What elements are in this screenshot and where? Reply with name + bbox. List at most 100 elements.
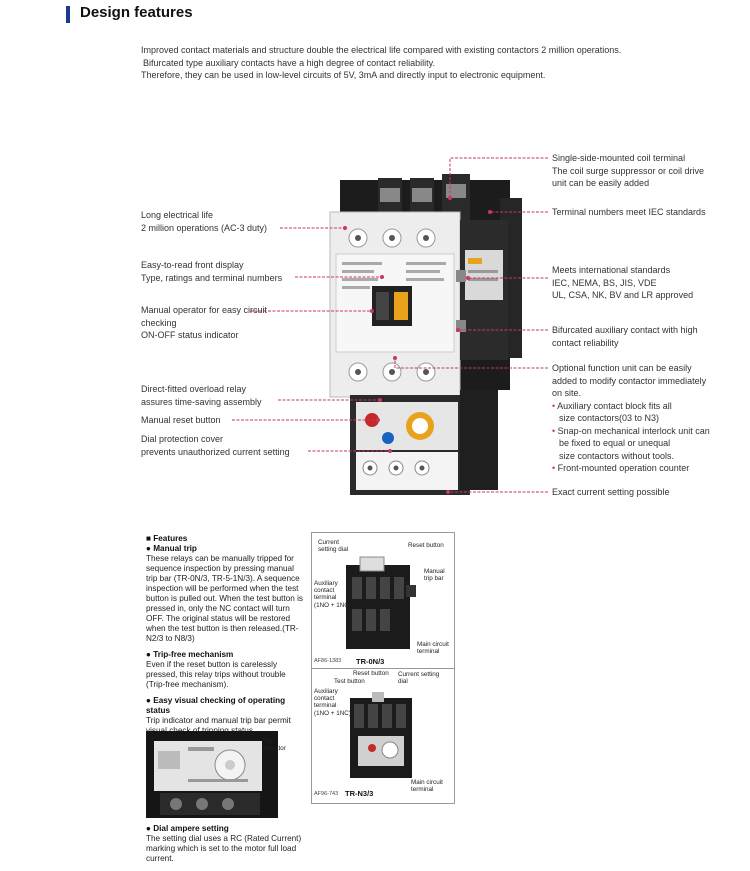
callout-front-display-line: Type, ratings and terminal numbers (141, 272, 283, 283)
callout-exact-current-line: Exact current setting possible (552, 487, 670, 497)
optional-bullet-text: size contactors(03 to N3) (559, 413, 660, 423)
callout-coil-terminal-line: Single-side-mounted coil terminal (552, 153, 686, 163)
callout-coil-terminal-line: The coil surge suppressor or coil drive (552, 165, 705, 176)
callout-optional-unit: Optional function unit can be easily add… (552, 362, 710, 475)
visual-check-title: Easy visual checking of operating status (146, 696, 286, 715)
trn3-current-dial-line: dial (398, 678, 408, 686)
callout-dial-cover-line: prevents unauthorized current setting (141, 446, 290, 457)
trip-indicator-photo (146, 731, 278, 818)
tr0n-reset-button-label: Reset button (408, 542, 444, 549)
tr0n-model: TR-0N/3 (356, 657, 385, 666)
trn3-reset-button-label: Reset button (353, 670, 389, 677)
optional-bullet-text: size contactors without tools. (559, 450, 675, 461)
trn3-test-button-label: Test button (334, 678, 365, 685)
trn3-current-dial-line: Current setting (398, 671, 440, 678)
bullet-dot-icon: • (552, 463, 556, 473)
tr0n-code: AF86-1383 (314, 658, 342, 664)
manual-trip-heading: ● Manual trip (146, 544, 197, 553)
callout-manual-operator-line: Manual operator for easy circuit (141, 305, 268, 315)
dial-setting-title: Dial ampere setting (153, 824, 229, 833)
dial-setting-text: The setting dial uses a RC (Rated Curren… (146, 834, 302, 863)
callout-overload-relay-line: Direct-fitted overload relay (141, 384, 247, 394)
callout-iec-numbers-line: Terminal numbers meet IEC standards (552, 207, 706, 217)
trn3-aux-contact-line: (1NO + 1NC) (314, 709, 351, 717)
callout-leader-lines (232, 157, 548, 494)
optional-bullet: • Auxiliary contact block fits all (552, 400, 710, 413)
callout-dial-cover-line: Dial protection cover (141, 434, 224, 444)
trn3-aux-contact-line: terminal (314, 702, 337, 710)
callout-manual-operator: Manual operator for easy circuit checkin… (141, 304, 267, 342)
manual-trip-title: Manual trip (153, 544, 197, 553)
tr0n-main-circuit-line: terminal (417, 648, 440, 656)
trn3-aux-contact-line: Auxiliary (314, 688, 338, 695)
trn3-code: AF96-743 (314, 791, 339, 797)
callout-standards-line: Meets international standards (552, 265, 671, 275)
intro-text: Improved contact materials and structure… (141, 44, 711, 82)
callout-exact-current: Exact current setting possible (552, 486, 670, 499)
callout-front-display: Easy-to-read front display Type, ratings… (141, 259, 282, 284)
optional-bullet: • Front-mounted operation counter (552, 462, 710, 475)
bullet-dot-icon: • (552, 400, 556, 411)
trn3-current-dial-label: Current setting dial (398, 671, 439, 685)
tr0n-aux-contact-line: Auxiliary (314, 580, 338, 587)
callout-overload-relay-line: assures time-saving assembly (141, 396, 262, 407)
section-title: Design features (80, 4, 193, 21)
callout-standards: Meets international standards IEC, NEMA,… (552, 264, 693, 302)
intro-line-1: Improved contact materials and structure… (141, 45, 622, 55)
callout-coil-terminal-line: unit can be easily added (552, 178, 650, 188)
callout-manual-reset-line: Manual reset button (141, 415, 221, 425)
tr0n-aux-contact-line: (1NO + 1NC) (314, 601, 351, 609)
callout-manual-operator-line: ON-OFF status indicator (141, 330, 239, 340)
features-column: ■ Features ● Manual trip These relays ca… (146, 534, 304, 742)
callout-bifurcated: Bifurcated auxiliary contact with high c… (552, 324, 698, 349)
dial-setting-heading: ● Dial ampere setting (146, 824, 229, 833)
section-title-bar (66, 6, 70, 23)
callout-manual-reset: Manual reset button (141, 414, 221, 427)
optional-bullet-text: Snap-on mechanical interlock unit can (557, 425, 710, 436)
tr0n-aux-contact-line: contact (314, 587, 335, 595)
manual-trip-text: These relays can be manually tripped for… (146, 554, 304, 643)
callout-long-life-line: 2 million operations (AC-3 duty) (141, 222, 268, 233)
bullet-dot-icon: • (552, 425, 556, 436)
trn3-main-circuit-line: terminal (411, 786, 434, 794)
callout-front-display-line: Easy-to-read front display (141, 260, 244, 270)
visual-check-heading: ● Easy visual checking of operating stat… (146, 696, 286, 715)
callout-standards-line: UL, CSA, NK, BV and LR approved (552, 290, 694, 300)
trn3-model: TR-N3/3 (345, 789, 374, 798)
callout-iec-numbers: Terminal numbers meet IEC standards (552, 206, 706, 219)
callout-long-life-line: Long electrical life (141, 210, 214, 220)
features-heading: ■ Features (146, 534, 188, 543)
callout-optional-unit-line: on site. (552, 388, 582, 398)
tr0n-current-dial-line: setting dial (318, 546, 349, 554)
trn3-aux-contact-line: contact (314, 695, 335, 703)
callout-optional-unit-line: added to modify contactor immediately (552, 375, 707, 386)
tr0n-current-dial-line: Current (318, 539, 339, 546)
optional-bullet-text: be fixed to equal or unequal (559, 438, 671, 448)
contactor-illustration (329, 174, 522, 495)
tr0n-manual-trip-line: trip bar (424, 575, 444, 583)
tr0n-manual-trip-label: Manual trip bar (424, 568, 445, 582)
callout-long-life: Long electrical life 2 million operation… (141, 209, 267, 234)
optional-bullet: • Snap-on mechanical interlock unit can (552, 425, 710, 438)
dial-setting-block: ● Dial ampere setting The setting dial u… (146, 824, 304, 864)
callout-dial-cover: Dial protection cover prevents unauthori… (141, 433, 290, 458)
tr0n-manual-trip-line: Manual (424, 568, 445, 575)
trn3-main-circuit-line: Main circuit (411, 779, 443, 786)
box-divider (312, 668, 454, 669)
tr0n-aux-contact-line: terminal (314, 594, 337, 602)
features-heading-text: Features (153, 534, 188, 543)
trip-free-text: Even if the reset button is carelessly p… (146, 660, 286, 689)
optional-bullet-text: Front-mounted operation counter (557, 463, 690, 473)
tr-n33-illustration (350, 692, 412, 778)
callout-optional-unit-line: Optional function unit can be easily (552, 363, 692, 373)
tr-0n3-illustration (346, 556, 416, 649)
trip-indicator-label-line: indicator (262, 745, 286, 753)
trip-indicator-label: Trip indicator (262, 738, 286, 752)
intro-line-3: Therefore, they can be used in low-level… (141, 70, 546, 80)
trip-free-heading: ● Trip-free mechanism (146, 650, 234, 659)
callout-bifurcated-line: contact reliability (552, 337, 619, 348)
trn3-aux-contact-label: Auxiliary contact terminal (1NO + 1NC) (314, 688, 351, 717)
callout-standards-line: IEC, NEMA, BS, JIS, VDE (552, 277, 657, 288)
intro-line-2: Bifurcated type auxiliary contacts have … (143, 57, 435, 68)
visual-check-text: Trip indicator and manual trip bar permi… (146, 716, 291, 735)
